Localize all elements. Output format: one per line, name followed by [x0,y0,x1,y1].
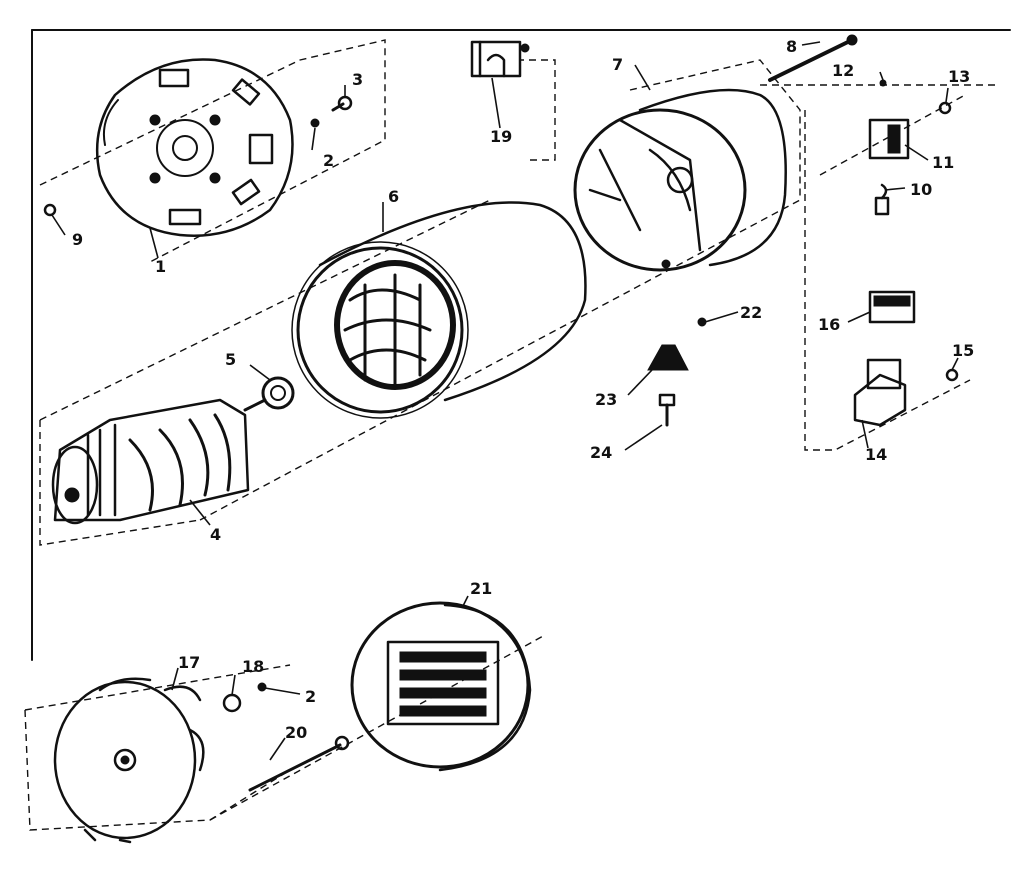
part-6-stator-housing [291,201,587,419]
callout-21: 21 [470,579,492,598]
callout-11: 11 [932,153,954,172]
assembly-guide-lines [24,39,1000,831]
part-14-bracket [853,358,907,427]
callout-22: 22 [740,303,762,322]
frame [31,29,1011,661]
part-1-end-bell [95,58,294,237]
callout-20: 20 [285,723,307,742]
part-24-bolt [658,393,676,427]
callout-8: 8 [786,37,797,56]
part-13-screw [938,101,952,115]
part-19-clip [470,40,530,78]
callout-1: 1 [155,257,166,276]
part-21-end-cover [350,601,532,772]
part-2-washer-bottom [257,682,267,692]
part-2-washer-top [310,118,320,128]
callout-14: 14 [865,445,887,464]
callout-24: 24 [590,443,612,462]
part-7-brush-end-housing [573,88,787,272]
part-8-through-bolt [768,34,858,82]
part-17-fan [53,677,205,844]
part-22-screw [697,317,707,327]
part-5-bearing [261,376,295,410]
part-4-armature [51,398,267,525]
callout-18: 18 [242,657,264,676]
part-12-screw [879,79,887,87]
callout-23: 23 [595,390,617,409]
part-9-nut [43,203,57,217]
leader-lines [51,41,959,761]
callout-2-top: 2 [323,151,334,170]
part-18-washer [222,693,242,713]
part-11-brush-holder [868,118,910,160]
callout-13: 13 [948,67,970,86]
callout-labels: 1 2 3 4 5 6 7 8 9 10 11 12 13 14 15 16 1… [72,37,974,742]
part-16-switch-block [868,290,916,324]
callout-7: 7 [612,55,623,74]
callout-17: 17 [178,653,200,672]
callout-3: 3 [352,70,363,89]
part-20-long-bolt [248,735,350,792]
part-10-brush [874,183,890,216]
part-23-foot [647,344,689,371]
callout-16: 16 [818,315,840,334]
callout-12: 12 [832,61,854,80]
callout-10: 10 [910,180,932,199]
callout-2-bottom: 2 [305,687,316,706]
part-15-screw [945,368,959,382]
callout-5: 5 [225,350,236,369]
callout-15: 15 [952,341,974,360]
callout-6: 6 [388,187,399,206]
callout-4: 4 [210,525,221,544]
part-3-screw [331,95,353,112]
callout-19: 19 [490,127,512,146]
callout-9: 9 [72,230,83,249]
